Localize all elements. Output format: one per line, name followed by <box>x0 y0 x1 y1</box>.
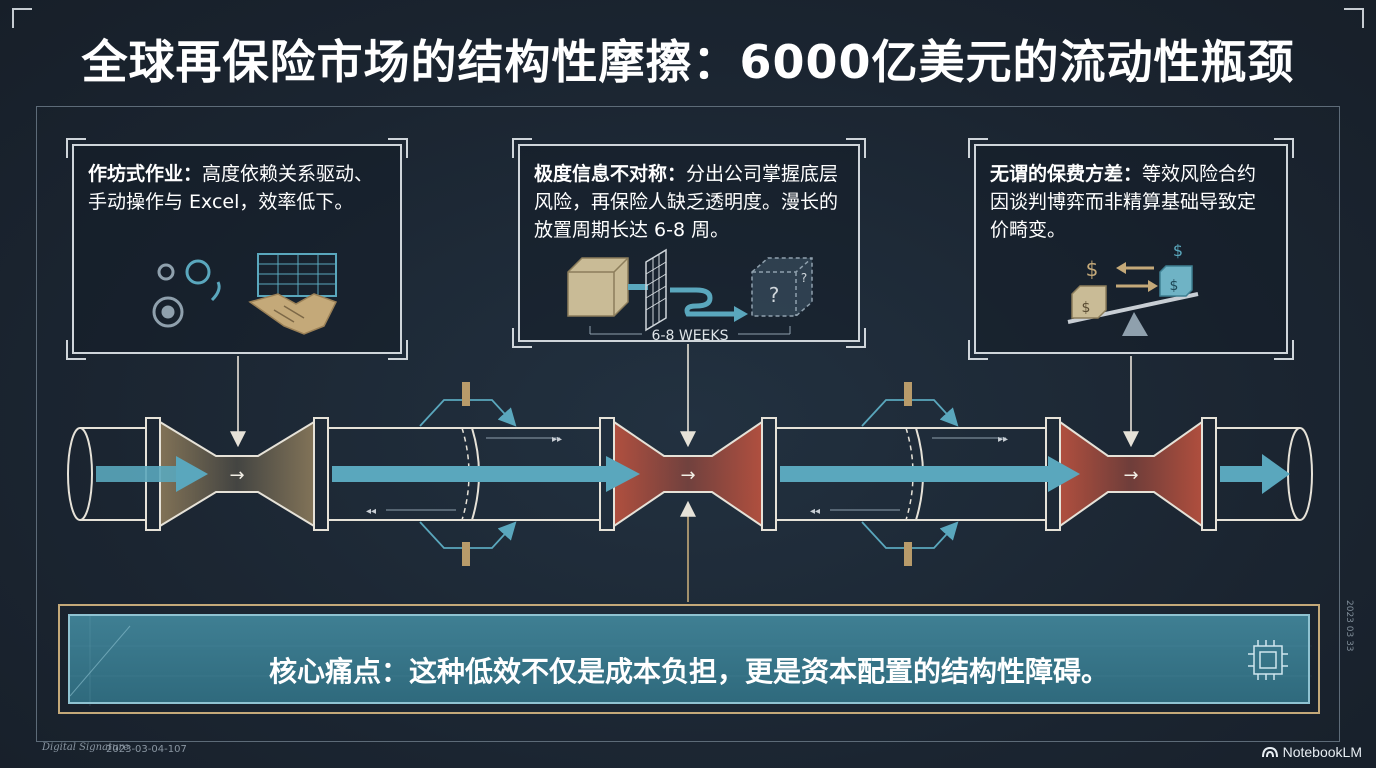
core-pain-banner: 核心痛点：这种低效不仅是成本负担，更是资本配置的结构性障碍。 <box>58 604 1320 714</box>
svg-text:◂◂: ◂◂ <box>366 506 376 517</box>
brand-name: NotebookLM <box>1282 744 1362 760</box>
bottleneck-gold: → <box>159 417 329 531</box>
dollar-icon: $ $ $ $ <box>1071 241 1193 319</box>
card-corner <box>846 328 866 348</box>
grid-wall-icon <box>645 248 667 332</box>
flow-arrows <box>96 454 1290 494</box>
svg-text:$: $ <box>1173 241 1183 260</box>
card-body: 分出公司掌握底层风险，再保险人缺乏透明度。漫长的放置周期长达 6-8 周。 <box>534 163 839 241</box>
svg-text:◂◂: ◂◂ <box>810 506 820 517</box>
handshake-icon <box>248 293 338 335</box>
card-corner <box>66 340 86 360</box>
page-title: 全球再保险市场的结构性摩擦：6000亿美元的流动性瓶颈 <box>81 35 1295 89</box>
svg-text:?: ? <box>801 271 807 285</box>
card3-illustration: $ $ $ $ <box>1067 241 1199 336</box>
connector-bar <box>628 284 648 290</box>
svg-text:▸▸: ▸▸ <box>998 434 1008 445</box>
card-corner <box>1274 138 1294 158</box>
card-corner <box>388 340 408 360</box>
card-body: 等效风险合约因谈判博弈而非精算基础导致定价畸变。 <box>990 163 1257 241</box>
card-workshop: 作坊式作业：高度依赖关系驱动、手动操作与 Excel，效率低下。 <box>66 138 408 360</box>
notebooklm-icon <box>1261 746 1278 758</box>
gears-icon <box>152 259 221 328</box>
footer-date: 2023-03-04-107 <box>106 744 187 755</box>
card-heading: 极度信息不对称： <box>534 163 687 185</box>
side-date: 2023 03 33 <box>1344 600 1354 652</box>
corner-top-right <box>1344 8 1364 28</box>
card-corner <box>1274 340 1294 360</box>
flow-arrow-head <box>734 306 748 322</box>
svg-text:$: $ <box>1086 257 1099 281</box>
card-heading: 无谓的保费方差： <box>990 163 1143 185</box>
card2-illustration: ? ? 6-8 WEEKS <box>567 248 813 344</box>
card-corner <box>846 138 866 158</box>
banner-text: 核心痛点：这种低效不仅是成本负担，更是资本配置的结构性障碍。 <box>268 655 1109 688</box>
bottleneck-red-center: → <box>613 417 777 531</box>
weeks-label: 6-8 WEEKS <box>652 328 729 344</box>
svg-text:$: $ <box>1170 278 1179 294</box>
card-corner <box>512 328 532 348</box>
card-corner <box>512 138 532 158</box>
solid-cube-icon <box>567 257 629 317</box>
card-corner <box>66 138 86 158</box>
svg-text:?: ? <box>769 283 780 307</box>
card-heading: 作坊式作业： <box>88 163 203 185</box>
spreadsheet-icon <box>257 253 337 297</box>
svg-text:▸▸: ▸▸ <box>552 434 562 445</box>
card-premium-variance: 无谓的保费方差：等效风险合约因谈判博弈而非精算基础导致定价畸变。 $ $ $ $ <box>968 138 1294 360</box>
svg-text:$: $ <box>1082 300 1091 316</box>
svg-text:→: → <box>229 465 244 486</box>
card-corner <box>388 138 408 158</box>
banner-panel: 核心痛点：这种低效不仅是成本负担，更是资本配置的结构性障碍。 <box>68 614 1312 706</box>
corner-top-left <box>12 8 32 28</box>
flow-arrow-icon <box>670 287 736 317</box>
card-body: 高度依赖关系驱动、手动操作与 Excel，效率低下。 <box>88 163 374 213</box>
card1-illustration <box>152 253 338 335</box>
diagram-frame <box>36 106 1340 742</box>
bottleneck-red-right: → <box>1059 417 1217 531</box>
card-corner <box>968 138 988 158</box>
card-information-asymmetry: 极度信息不对称：分出公司掌握底层风险，再保险人缺乏透明度。漫长的放置周期长达 6… <box>512 138 866 348</box>
unknown-cube-icon: ? ? <box>751 257 813 317</box>
chip-icon <box>1248 640 1288 680</box>
pipe-segment-2: ▸▸ ◂◂ <box>776 382 1061 566</box>
svg-text:→: → <box>680 465 695 486</box>
footer-signature: Digital Signature <box>42 742 130 753</box>
brand-logo[interactable]: NotebookLM <box>1261 744 1362 760</box>
exchange-arrows-icon <box>1116 262 1158 292</box>
banner-decoration <box>70 616 1312 706</box>
svg-text:→: → <box>1123 465 1138 486</box>
card-corner <box>968 340 988 360</box>
